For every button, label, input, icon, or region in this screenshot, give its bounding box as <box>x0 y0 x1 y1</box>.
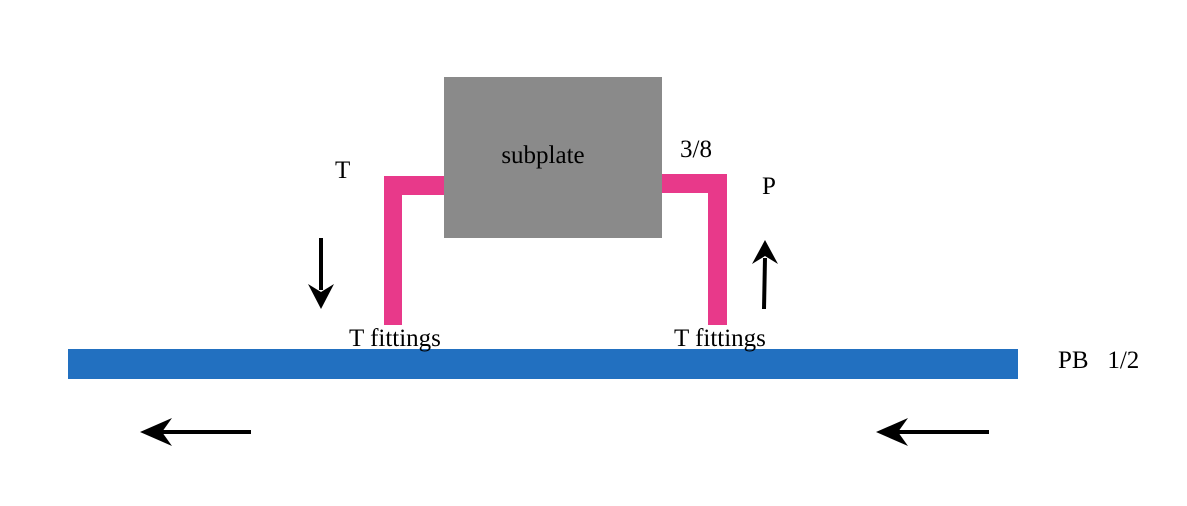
right-fitting-label: T fittings <box>674 325 766 352</box>
down-arrow-icon <box>308 238 334 309</box>
line-size-label: 3/8 <box>680 136 712 163</box>
left-arrow-icon <box>876 418 989 446</box>
tank-port-label: T <box>335 157 350 184</box>
left-fitting-label: T fittings <box>349 325 441 352</box>
main-pipe <box>68 349 1018 379</box>
left-arrow-icon <box>140 418 251 446</box>
main-line-label: PB 1/2 <box>1058 347 1139 374</box>
up-arrow-icon <box>752 240 778 310</box>
tank-branch-pipe <box>384 176 444 325</box>
pressure-port-label: P <box>762 173 776 200</box>
subplate-block <box>444 77 662 238</box>
pressure-branch-pipe <box>662 174 727 325</box>
subplate-label: subplate <box>501 142 584 169</box>
